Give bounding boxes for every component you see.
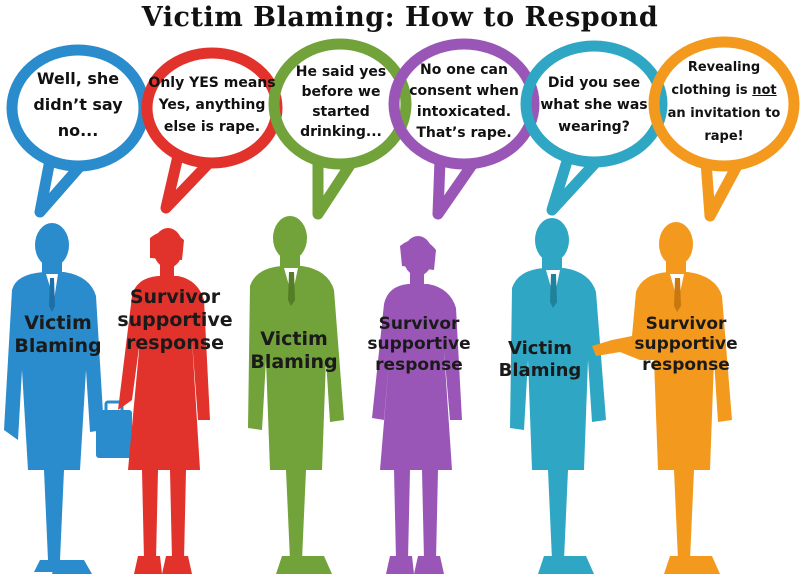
person-figure-purple (372, 236, 462, 574)
bubble-line: didn’t say (33, 95, 123, 114)
figure-label-orange: Survivor supportive response (624, 314, 748, 375)
bubble-line: wearing? (558, 119, 630, 135)
bubble-line: That’s rape. (416, 125, 512, 141)
label-line: Victim (260, 328, 328, 350)
figure-label-red: Survivor supportive response (112, 286, 238, 354)
label-line: Survivor (378, 314, 460, 334)
figure-label-purple: Survivor supportive response (358, 314, 480, 375)
speech-bubble-green (268, 38, 412, 220)
person-figure-teal (510, 218, 606, 574)
bubble-text-green: He said yes before we started drinking..… (282, 62, 400, 142)
bubble-line: no... (57, 121, 99, 140)
page-title: Victim Blaming: How to Respond (141, 2, 659, 33)
label-line: supportive (634, 334, 738, 355)
bubble-text-red: Only YES means Yes, anything else is rap… (148, 72, 276, 138)
bubble-line: drinking... (300, 124, 382, 140)
label-line: supportive (367, 334, 471, 355)
label-line: Victim (508, 338, 572, 359)
bubble-line: Revealing (687, 60, 761, 75)
bubble-text-purple: No one can consent when intoxicated. Tha… (402, 60, 526, 144)
label-line: Blaming (14, 334, 102, 357)
label-line: response (126, 331, 224, 354)
figure-label-green: Victim Blaming (240, 328, 348, 374)
bubble-text-teal: Did you see what she was wearing? (536, 72, 652, 138)
figure-label-blue: Victim Blaming (4, 312, 112, 358)
person-figure-green (248, 216, 344, 574)
bubble-line: rape! (704, 129, 744, 144)
speech-bubble-orange (648, 36, 800, 222)
bubble-line: clothing is not (662, 79, 786, 102)
bubble-line: started (312, 104, 370, 120)
person-figure-red (118, 228, 210, 574)
bubble-line: before we (301, 84, 381, 100)
label-line: Blaming (498, 359, 582, 381)
bubble-line: an invitation to (667, 106, 781, 121)
bubble-emphasis: not (752, 83, 777, 98)
bubble-line: He said yes (295, 64, 387, 80)
label-line: Blaming (250, 350, 338, 373)
bubble-text-blue: Well, she didn’t say no... (20, 66, 136, 144)
bubble-line: Only YES means (148, 75, 276, 91)
speech-bubble-purple (388, 38, 540, 220)
person-figure-orange (592, 222, 732, 574)
bubble-line: No one can (420, 62, 508, 78)
bubble-line: Did you see (547, 75, 641, 91)
bubble-text-orange: Revealing clothing is not an invitation … (662, 56, 786, 148)
label-line: supportive (117, 308, 233, 331)
label-line: Victim (24, 312, 92, 334)
bubble-line: else is rape. (163, 119, 261, 135)
person-figure-blue (4, 223, 132, 574)
label-line: response (642, 354, 730, 375)
figure-label-teal: Victim Blaming (488, 338, 592, 381)
bubble-line: what she was (540, 97, 648, 113)
label-line: Survivor (129, 286, 221, 308)
label-line: response (375, 354, 463, 375)
bubble-line: Well, she (36, 69, 120, 88)
bubble-line: consent when (409, 83, 519, 99)
bubble-line-part: clothing is (671, 83, 753, 98)
label-line: Survivor (645, 314, 727, 334)
bubble-line: intoxicated. (416, 104, 512, 120)
speech-bubble-teal (520, 40, 668, 216)
bubble-line: Yes, anything (158, 97, 266, 113)
